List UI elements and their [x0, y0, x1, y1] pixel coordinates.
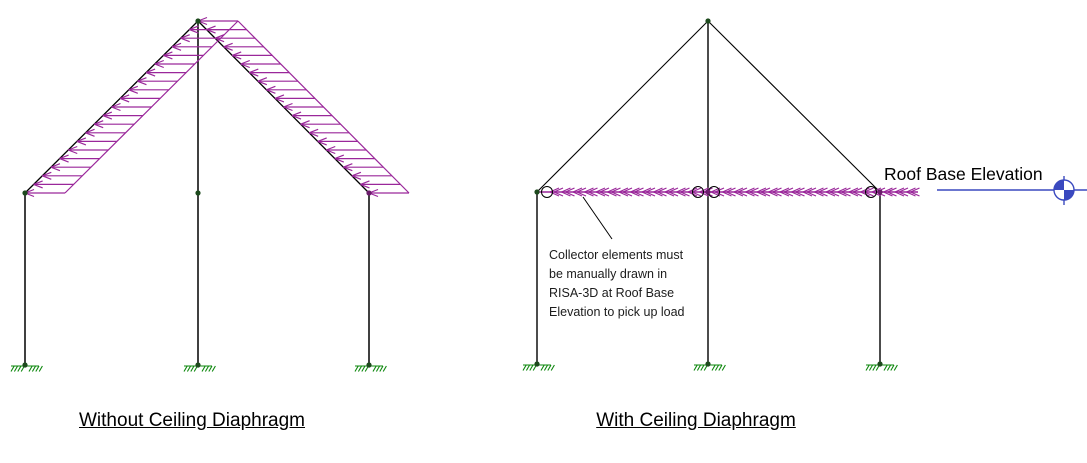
collector-annotation-line-3: RISA-3D at Roof Base — [549, 286, 675, 300]
node-dot — [534, 361, 540, 367]
node-dot — [534, 189, 540, 195]
collector-annotation-line-1: Collector elements must — [549, 248, 684, 262]
right-frame-supports — [522, 364, 898, 371]
roof-base-datum-symbol — [937, 176, 1087, 205]
node-dot — [22, 190, 28, 196]
left-frame-nodes — [22, 18, 372, 368]
node-dot — [705, 18, 711, 24]
collector-annotation-line-4: Elevation to pick up load — [549, 305, 685, 319]
node-dot — [366, 190, 372, 196]
left-roof-distributed-load — [24, 16, 410, 198]
right-frame-nodes — [534, 18, 883, 367]
node-dot — [877, 189, 883, 195]
release-circle — [692, 186, 704, 198]
collector-annotation: Collector elements must be manually draw… — [549, 246, 685, 322]
collector-load-arrows — [537, 187, 920, 197]
node-dot — [705, 361, 711, 367]
caption-without-ceiling-diaphragm: Without Ceiling Diaphragm — [79, 410, 305, 431]
release-circle — [541, 186, 553, 198]
caption-with-ceiling-diaphragm: With Ceiling Diaphragm — [596, 410, 796, 431]
datum-circle-icon — [1053, 179, 1075, 201]
end-release-circles — [541, 186, 877, 198]
node-dot — [366, 362, 372, 368]
node-dot — [195, 18, 201, 24]
node-dot — [22, 362, 28, 368]
annotation-leader-line — [582, 196, 613, 240]
node-dot — [877, 361, 883, 367]
roof-base-elevation-label: Roof Base Elevation — [884, 164, 1043, 184]
node-dot — [195, 362, 201, 368]
collector-annotation-line-2: be manually drawn in — [549, 267, 668, 281]
node-dot — [705, 189, 711, 195]
release-circle — [865, 186, 877, 198]
node-dot — [195, 190, 201, 196]
